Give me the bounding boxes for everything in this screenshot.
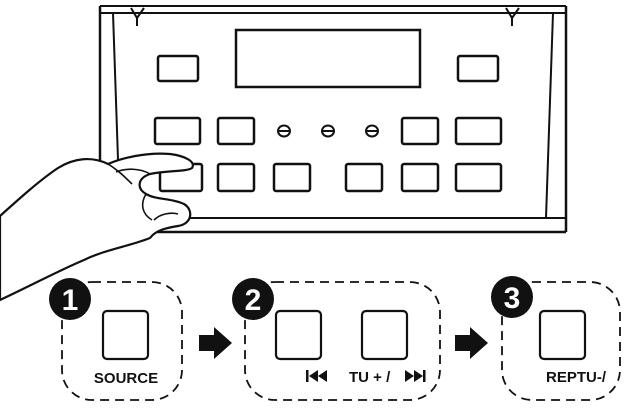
panel-button: [400, 162, 440, 193]
panel-knob: [321, 124, 335, 138]
panel-button: [400, 116, 440, 146]
panel-button: [454, 116, 503, 146]
step-1-group: 1 SOURCE: [49, 278, 183, 401]
step-2-badge: [232, 278, 274, 320]
panel-button: [454, 162, 503, 193]
step-1-dashed-frame: [61, 281, 183, 401]
hand-illustration: [0, 152, 194, 302]
panel-button: [156, 54, 200, 83]
panel-button: [344, 162, 384, 193]
arrow-right-icon: [199, 327, 232, 359]
reptu-label: REPTU-/: [546, 369, 607, 386]
arrow-right-icon: [455, 327, 488, 359]
step-2-number: 2: [245, 284, 262, 317]
display-window: [234, 28, 422, 89]
step-2-dashed-frame: [244, 281, 441, 401]
panel-button: [272, 162, 312, 193]
tu-plus-label: TU + /: [349, 369, 391, 386]
panel-knob: [365, 124, 379, 138]
step-2-group: 2 TU + /: [232, 278, 441, 401]
panel-knob: [277, 124, 291, 138]
panel-button: [216, 116, 256, 146]
skip-forward-icon: [405, 370, 426, 382]
tu-plus-button: [360, 309, 409, 361]
step-3-number: 3: [504, 282, 521, 315]
step-3-badge: [491, 276, 533, 318]
step-3-group: 3 REPTU-/: [491, 276, 621, 401]
source-label: SOURCE: [94, 370, 158, 387]
panel-button: [216, 162, 256, 193]
reptu-button: [538, 309, 587, 361]
skip-back-button: [274, 309, 323, 361]
panel-button: [456, 54, 500, 83]
skip-back-icon: [306, 370, 327, 382]
step-1-badge: [49, 278, 91, 320]
step-1-number: 1: [62, 284, 79, 317]
source-button: [101, 309, 150, 361]
panel-button: [153, 116, 202, 146]
